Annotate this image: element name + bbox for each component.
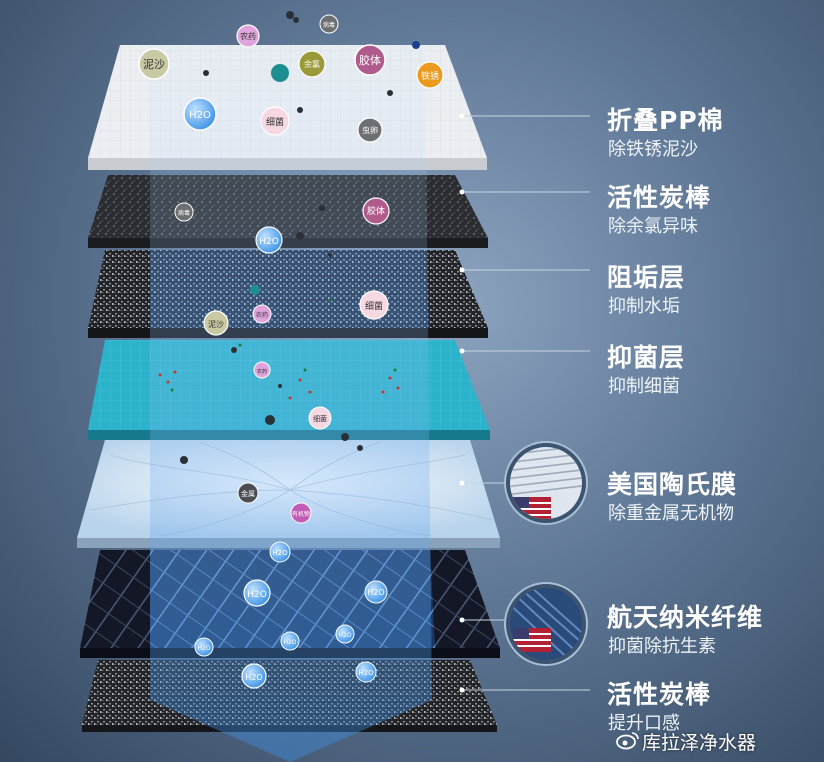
svg-text:细菌: 细菌 [313,414,327,423]
svg-text:H2O: H2O [272,549,288,557]
water-drop: H2O [183,97,217,131]
contaminant-chlorine: 余氯 [298,50,326,78]
water-drop: H2O [364,580,388,604]
germ-icon [412,41,420,49]
svg-text:虫卵: 虫卵 [362,125,378,135]
speck-cluster [158,370,400,400]
water-drop: H2O [335,624,355,644]
svg-text:农药: 农药 [257,368,267,375]
contaminant-virus: 病毒 [319,14,339,34]
label-connectors [462,115,590,691]
water-drop: H2O [241,663,267,689]
connector-dot [459,113,465,119]
connector-dot [459,617,465,623]
water-drop: H2O [269,541,291,563]
svg-text:病毒: 病毒 [323,21,335,29]
water-flow-beam [150,45,432,762]
contaminant-pesticide: 农药 [253,361,271,379]
svg-text:H2O: H2O [283,639,296,646]
contaminant-bacteria: 细菌 [359,290,389,320]
contaminant-metal: 金属 [237,482,259,504]
contaminant-rust: 铁锈 [416,61,444,89]
svg-text:农药: 农药 [256,311,268,319]
svg-text:胶体: 胶体 [367,205,385,217]
contaminant-bacteria: 细菌 [308,406,332,430]
svg-text:细菌: 细菌 [266,116,284,128]
svg-text:H2O: H2O [189,110,211,121]
svg-text:余氯: 余氯 [304,59,320,69]
connector-dot [459,480,465,486]
connector-dot [459,267,465,273]
svg-text:H2O: H2O [197,645,210,652]
svg-text:病毒: 病毒 [178,209,190,217]
svg-text:泥沙: 泥沙 [208,320,224,329]
svg-text:铁锈: 铁锈 [421,70,439,82]
svg-text:有机物: 有机物 [292,510,310,518]
particles [180,11,393,464]
svg-text:H2O: H2O [245,673,262,682]
contaminant-colloid: 胶体 [362,197,390,225]
svg-text:泥沙: 泥沙 [143,58,165,71]
contaminant-colloid: 胶体 [354,44,386,76]
germ-icon [250,64,289,295]
svg-text:H2O: H2O [358,669,374,677]
svg-text:细菌: 细菌 [365,300,383,312]
svg-text:H2O: H2O [247,590,267,600]
svg-text:H2O: H2O [259,237,279,247]
svg-text:金属: 金属 [241,489,255,498]
svg-text:H2O: H2O [338,632,351,639]
membrane-zoom-circle [504,441,588,525]
connector-dot [459,189,465,195]
water-drop: H2O [243,579,271,607]
water-drop: H2O [255,226,283,254]
contaminant-sand: 泥沙 [138,48,170,80]
water-drop: H2O [194,637,214,657]
connector-dot [459,687,465,693]
svg-text:H2O: H2O [367,588,384,597]
contaminant-bacteria: 细菌 [260,106,290,136]
svg-text:农药: 农药 [240,31,256,41]
contaminant-virus: 病毒 [174,202,194,222]
nanofiber-zoom-circle [504,582,588,666]
contaminant-organics: 有机物 [290,502,312,524]
contaminant-sand: 泥沙 [203,310,229,336]
svg-text:胶体: 胶体 [359,53,381,67]
contaminant-pesticide: 农药 [236,24,260,48]
contaminant-egg: 虫卵 [357,117,383,143]
contaminant-pesticide: 农药 [252,304,272,324]
connector-dot [459,348,465,354]
speck-cluster [170,298,397,392]
water-drop: H2O [280,631,300,651]
water-drop: H2O [355,661,377,683]
